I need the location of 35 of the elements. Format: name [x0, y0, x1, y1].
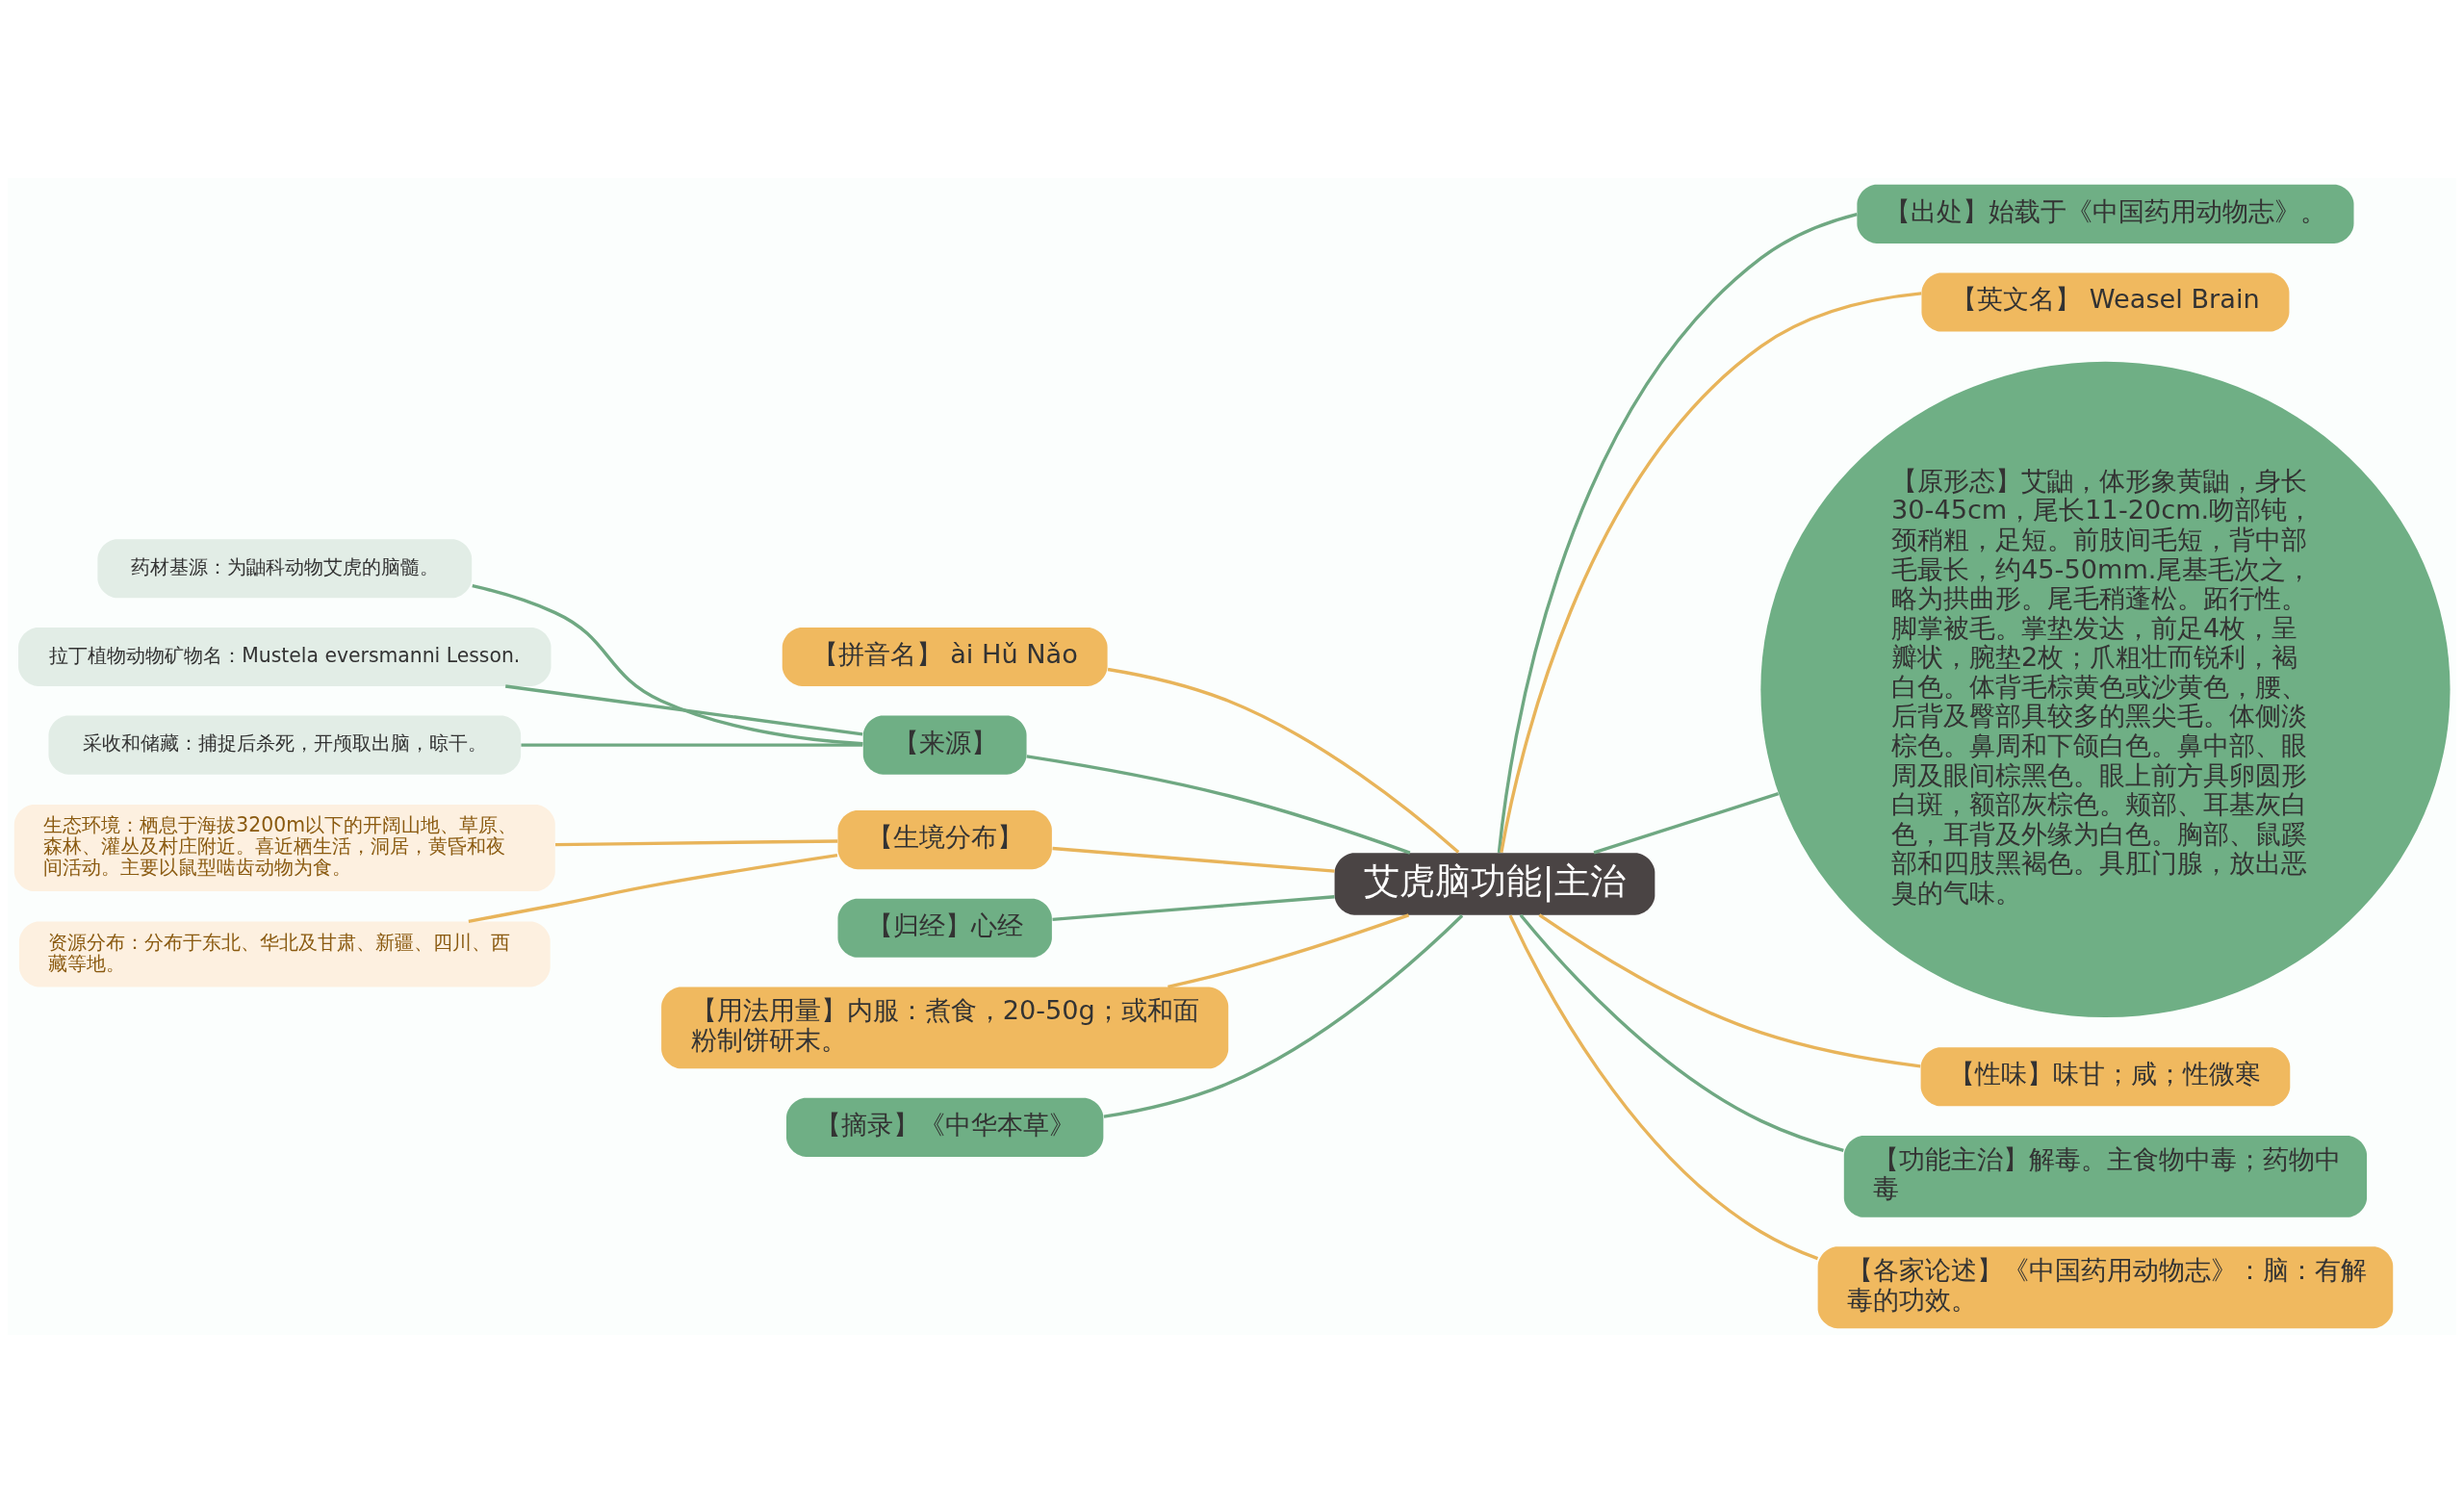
node-circle: 【原形态】艾鼬，体形象黄鼬，身长30-45cm，尾长11-20cm.吻部钝，颈稍粗，足短。前肢间毛短，背中部毛最长，约45-50mm.尾基毛次之，略为拱曲形。尾毛稍蓬松。跖行性。脚掌被毛。掌垫发达，前足4枚，呈瓣状，腕垫2枚；爪粗壮而锐利，褐白色。体背毛棕黄色或沙黄色，腰、后背及臀部具较多的黑尖毛。体侧淡棕色。鼻周和下颌白色。鼻中部、眼周及眼间棕黑色。眼上前方具卵圆形白斑，额部灰棕色。颊部、耳基灰白色，耳背及外缘为白色。胸部、鼠蹊部和四肢黑褐色。具肛门腺，放出恶臭的气味。	[1760, 361, 2451, 1017]
connector	[1519, 913, 1844, 1152]
node-box: 【出处】始载于《中国药用动物志》。	[1857, 184, 2354, 243]
node-box: 采收和储藏：捕捉后杀死，开颅取出脑，晾干。	[48, 715, 522, 775]
connector	[472, 583, 863, 745]
node-box: 【性味】味甘；咸；性微寒	[1920, 1046, 2291, 1106]
node-box: 生态环境：栖息于海拔3200m以下的开阔山地、草原、森林、灌丛及村庄附近。喜近栖生活，洞居，黄昏和夜间活动。主要以鼠型啮齿动物为食。	[13, 804, 555, 891]
connector	[505, 683, 863, 736]
node-box: 【功能主治】解毒。主食物中毒；药物中毒	[1843, 1135, 2368, 1217]
connector	[555, 838, 838, 846]
connector	[1107, 667, 1460, 854]
node-box: 【来源】	[862, 715, 1027, 775]
connector	[1508, 913, 1819, 1260]
node-box: 【生境分布】	[837, 809, 1052, 869]
connector	[1103, 913, 1464, 1118]
connector	[1052, 894, 1335, 921]
node-box: 【摘录】《中华本草》	[786, 1097, 1104, 1157]
connector	[1168, 912, 1410, 988]
node-box: 拉丁植物动物矿物名：Mustela eversmanni Lesson.	[18, 627, 552, 686]
node-box: 药材基源：为鼬科动物艾虎的脑髓。	[97, 538, 473, 598]
connector	[1538, 912, 1921, 1068]
connector	[1500, 291, 1922, 853]
connector	[1497, 212, 1858, 853]
node-box: 【用法用量】内服：煮食，20-50g；或和面粉制饼研末。	[661, 986, 1229, 1068]
node-box: 【英文名】 Weasel Brain	[1921, 271, 2290, 332]
connector	[468, 853, 838, 923]
node-box: 艾虎脑功能|主治	[1334, 852, 1656, 915]
node-box: 【归经】心经	[837, 898, 1052, 958]
connector	[1052, 846, 1335, 873]
connector	[521, 742, 863, 747]
connector	[1593, 791, 1780, 855]
node-box: 【拼音名】 ài Hǔ Nǎo	[782, 627, 1108, 686]
node-box: 【各家论述】《中国药用动物志》：脑：有解毒的功效。	[1817, 1245, 2394, 1328]
connector	[1026, 754, 1411, 855]
node-box: 资源分布：分布于东北、华北及甘肃、新疆、四川、西藏等地。	[18, 920, 551, 987]
